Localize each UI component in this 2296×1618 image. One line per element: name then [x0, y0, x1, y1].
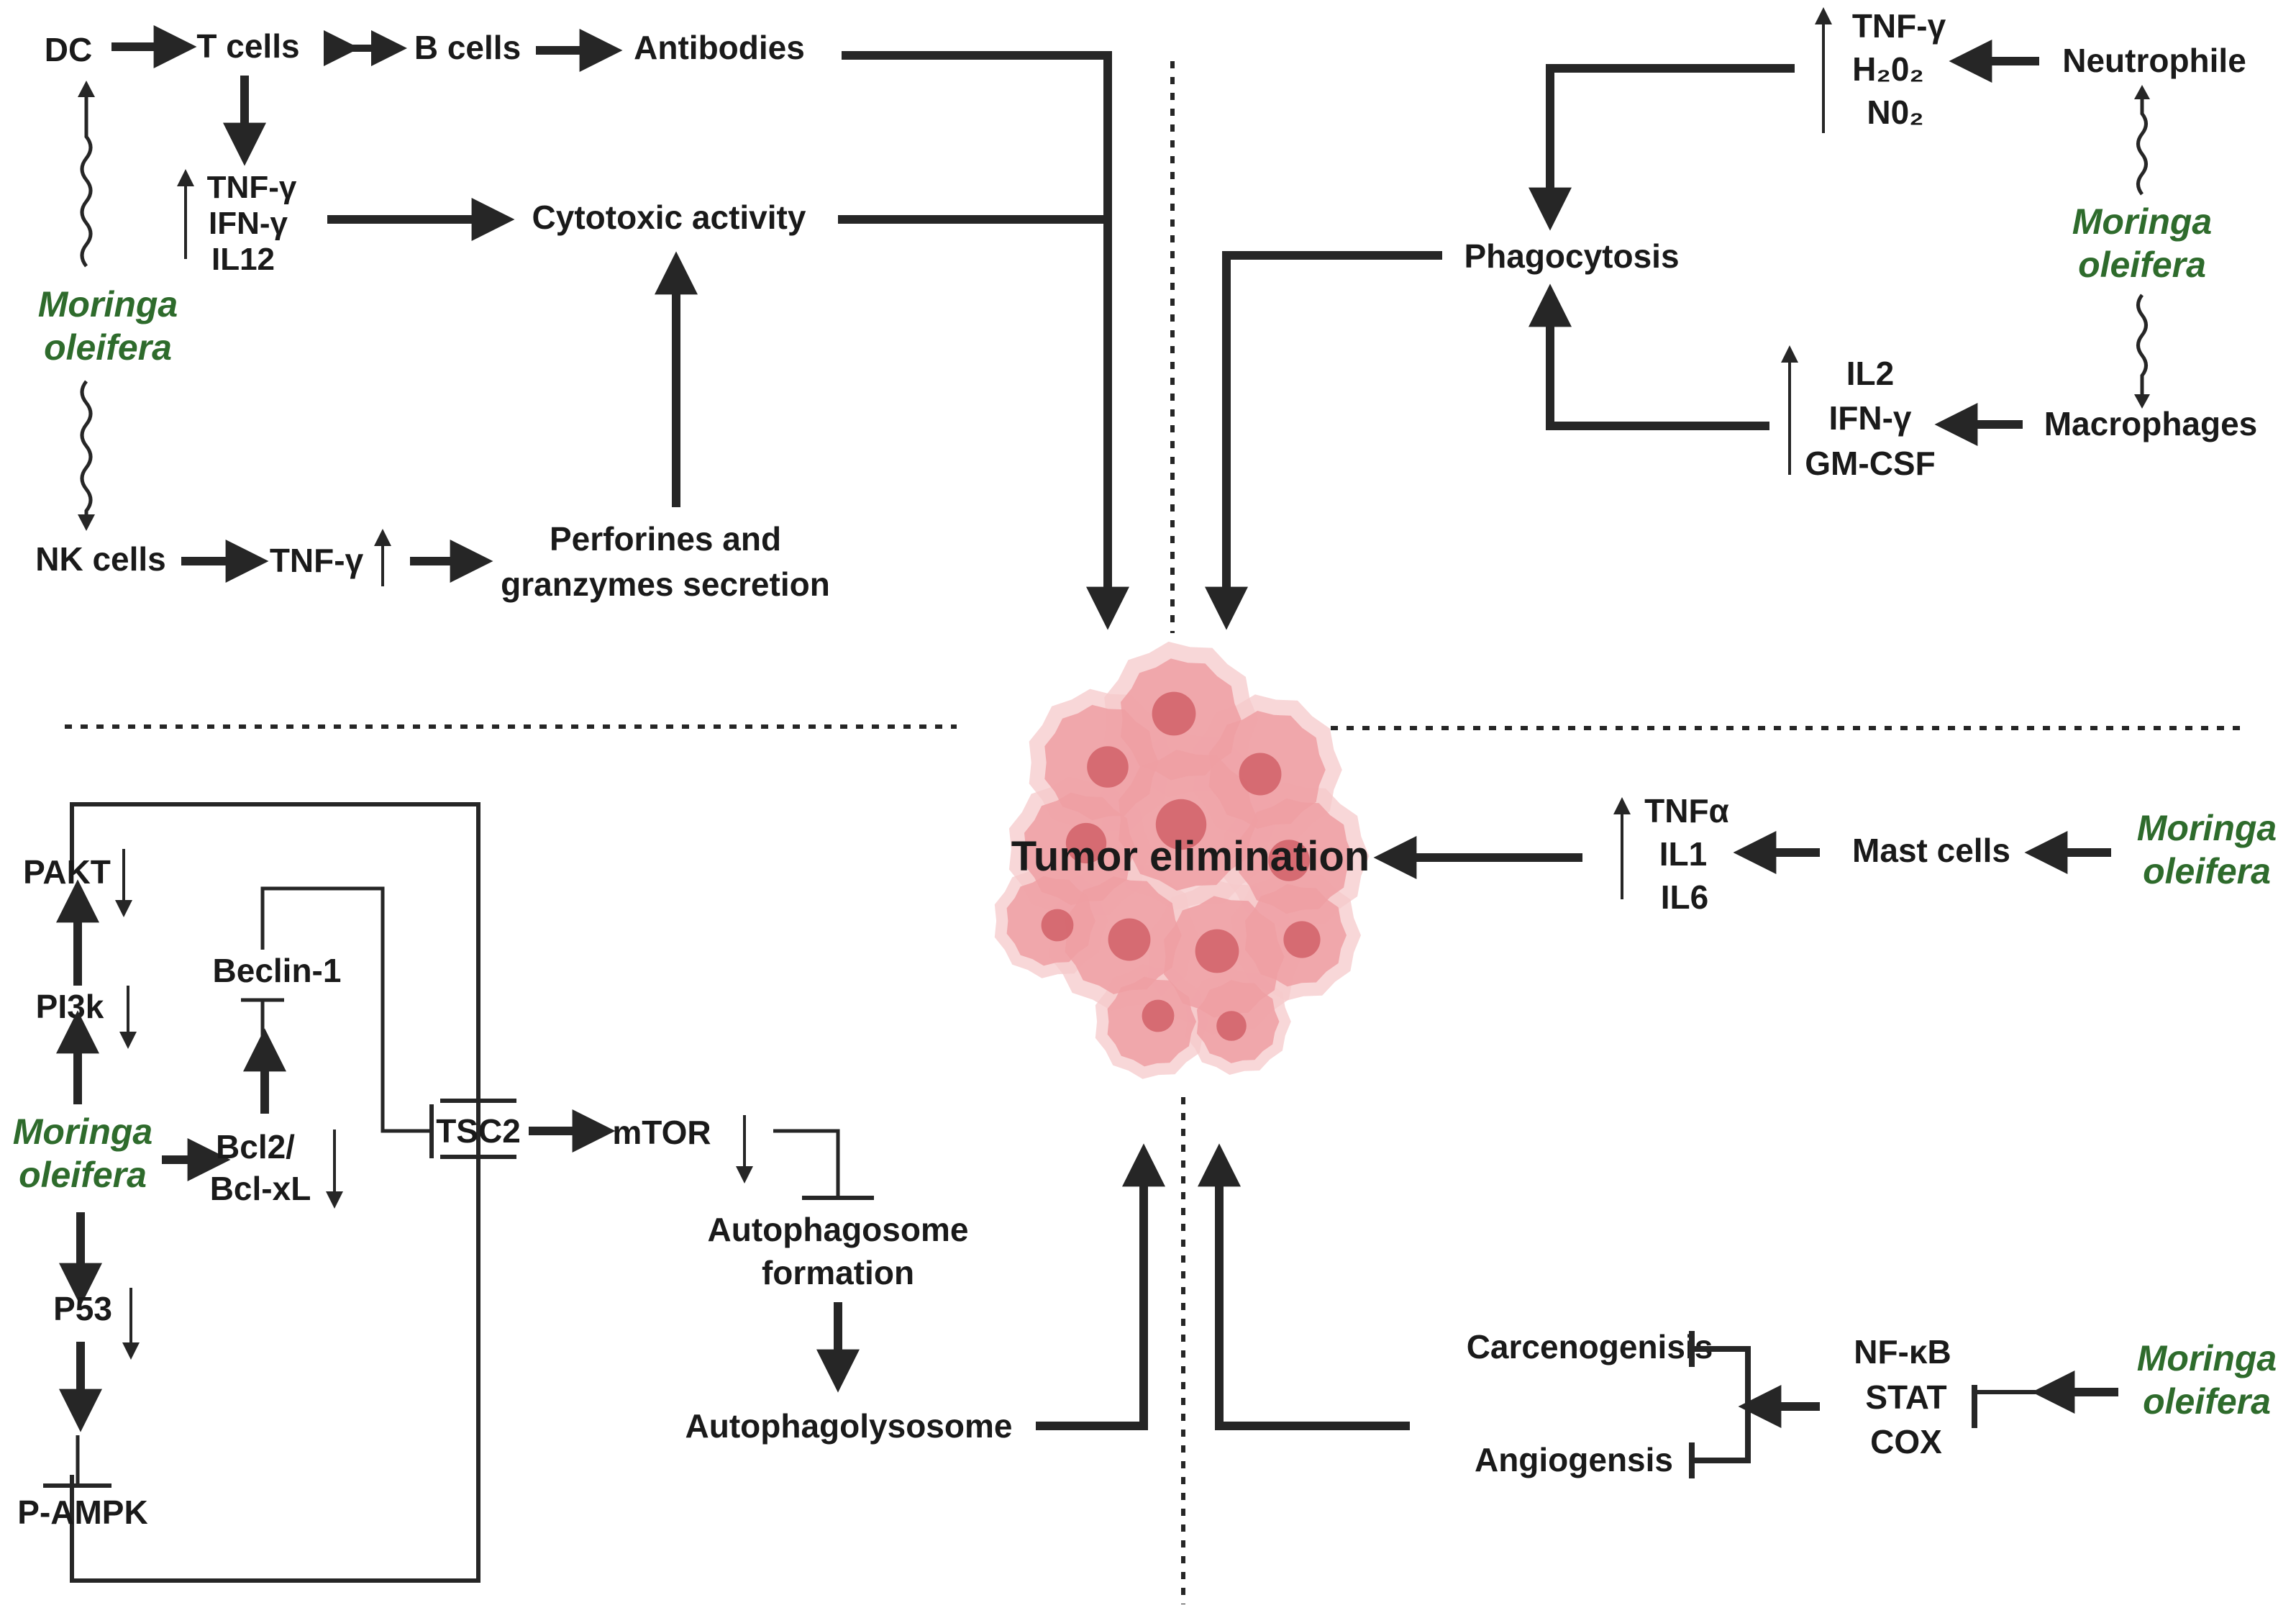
nfkb-label-3: COX: [1870, 1423, 1942, 1460]
tumor-nucleus-icon: [1108, 918, 1151, 961]
neutrophile-label: Neutrophile: [2062, 42, 2246, 79]
mast-product-1: TNFα: [1644, 792, 1729, 830]
moringa-tr-line1: Moringa: [2072, 201, 2212, 242]
wavy-arrowhead-macrophages: [2134, 394, 2150, 409]
pakt-label: PAKT: [23, 853, 111, 891]
mtor-label: mTOR: [612, 1114, 711, 1151]
macro-product-3: GM-CSF: [1805, 445, 1935, 482]
tumor-nucleus-icon: [1142, 999, 1175, 1032]
macro-product-2: IFN-γ: [1829, 399, 1912, 437]
neutro-product-1: TNF-γ: [1852, 7, 1946, 45]
moringa-tl-line1: Moringa: [38, 284, 178, 324]
autophagosome-line-2: formation: [762, 1254, 914, 1291]
moringa-bl-line1: Moringa: [13, 1112, 152, 1152]
tumor-nucleus-icon: [1268, 840, 1310, 881]
mast-product-2: IL1: [1659, 835, 1707, 873]
tumor-cluster-icon: [994, 641, 1370, 1079]
nfkb-label-2: STAT: [1865, 1378, 1946, 1416]
tumor-nucleus-icon: [1155, 799, 1207, 850]
wavy-arrow-to-dc: [80, 94, 93, 268]
macrophages-label: Macrophages: [2044, 405, 2258, 442]
wavy-arrowhead-neutrophile: [2134, 85, 2150, 99]
moringa-mr-line1: Moringa: [2137, 808, 2277, 848]
p53-label: P53: [53, 1290, 112, 1327]
tcell-cytokine-1: TNF-γ: [207, 170, 297, 205]
tumor-nucleus-icon: [1152, 691, 1196, 736]
beclin-label: Beclin-1: [213, 952, 342, 989]
separator-lines: [65, 61, 2244, 1604]
moringa-tl-line2: oleifera: [44, 327, 172, 368]
neutro-product-3: N0₂: [1867, 94, 1923, 131]
arrow-angiogenesis-tumor: [1198, 1143, 1410, 1430]
cytotoxic-label: Cytotoxic activity: [532, 199, 806, 236]
tumor-nucleus-icon: [1041, 909, 1074, 942]
wavy-arrow-to-macrophages: [2136, 294, 2148, 396]
pi3k-label: PI3k: [36, 988, 104, 1025]
top-right-quadrant: TNF-γ H₂0₂ N0₂ Neutrophile Phagocytosis …: [1205, 7, 2258, 630]
moringa-bl-line2: oleifera: [19, 1155, 147, 1195]
tumor-nucleus-icon: [1216, 1011, 1247, 1041]
tumor-nucleus-icon: [1239, 753, 1282, 796]
inhibit-autophagosome-stem: [773, 1129, 840, 1198]
nfkb-label-1: NF-κB: [1854, 1333, 1951, 1371]
center-label: Tumor elimination: [1011, 833, 1370, 880]
tcell-cytokine-2: IFN-γ: [209, 206, 288, 241]
bclxl-label: Bcl-xL: [210, 1170, 311, 1207]
mastcells-label: Mast cells: [1852, 832, 2010, 869]
nk-tnf-label: TNF-γ: [270, 542, 364, 579]
bottom-left-quadrant: PAKT PI3k Moringa oleifera P53 P-AMPK Be…: [13, 802, 1165, 1583]
moringa-br-line1: Moringa: [2137, 1338, 2277, 1378]
perforins-line-1: Perforines and: [550, 520, 781, 558]
mast-product-3: IL6: [1661, 878, 1708, 916]
bottom-right-quadrant: TNFα IL1 IL6 Mast cells Moringa oleifera…: [1198, 792, 2277, 1478]
arrow-macro-phagocytosis: [1529, 283, 1769, 430]
wavy-arrow-to-neutrophile: [2136, 97, 2148, 196]
arrow-neutro-phagocytosis: [1529, 64, 1795, 231]
phagocytosis-label: Phagocytosis: [1464, 237, 1679, 275]
autophagosome-line-1: Autophagosome: [708, 1211, 969, 1248]
wavy-arrow-to-nk: [80, 380, 93, 518]
arrow-autophagolysosome-tumor: [1036, 1143, 1165, 1430]
bcl2-label: Bcl2/: [216, 1128, 295, 1165]
carcinogenesis-label: Carcenogenisis: [1467, 1328, 1713, 1365]
arrow-antibodies-tumor: [842, 51, 1129, 630]
dc-label: DC: [45, 31, 92, 68]
bracket-inhibit: [1694, 1346, 1751, 1463]
tumor-nucleus-icon: [1087, 746, 1129, 788]
wavy-arrowhead-nk: [78, 514, 95, 531]
angiogenesis-label: Angiogensis: [1475, 1441, 1673, 1478]
tumor-nucleus-icon: [1283, 921, 1321, 958]
feedback-loop-tsc2: [70, 802, 480, 1583]
autophagolysosome-label: Autophagolysosome: [685, 1407, 1013, 1445]
tcell-cytokine-3: IL12: [211, 242, 275, 277]
top-left-quadrant: DC T cells B cells Antibodies TNF-γ IFN-…: [35, 25, 1129, 630]
moringa-br-line2: oleifera: [2143, 1381, 2271, 1422]
moringa-tr-line2: oleifera: [2078, 245, 2206, 285]
moringa-mr-line2: oleifera: [2143, 851, 2271, 891]
bcells-label: B cells: [414, 29, 521, 66]
beclin-to-tsc2-line: [260, 886, 432, 1133]
tumor-nucleus-icon: [1065, 822, 1107, 864]
perforins-line-2: granzymes secretion: [501, 565, 830, 603]
tumor-nucleus-icon: [1195, 929, 1239, 973]
tcells-label: T cells: [196, 27, 299, 65]
wavy-arrowhead-dc: [78, 81, 95, 97]
neutro-product-2: H₂0₂: [1852, 50, 1924, 88]
nkcells-label: NK cells: [35, 540, 166, 578]
antibodies-label: Antibodies: [634, 29, 805, 66]
macro-product-1: IL2: [1846, 355, 1894, 392]
tsc2-label: TSC2: [436, 1112, 521, 1150]
pampk-label: P-AMPK: [17, 1494, 147, 1531]
arrow-phagocytosis-tumor: [1205, 251, 1442, 630]
